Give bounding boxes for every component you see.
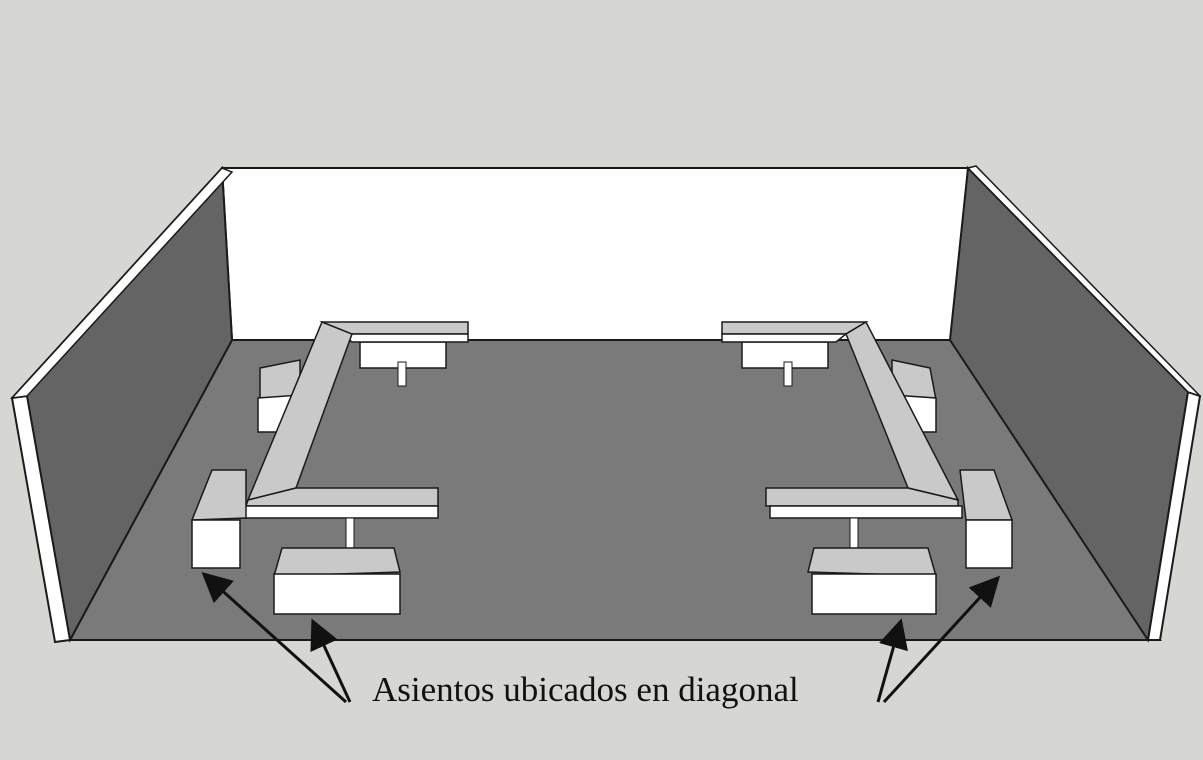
stool-front-right-center: [807, 547, 938, 615]
arrow-to-left-side-stool: [201, 571, 348, 704]
stool-front-right-side: [959, 469, 1014, 569]
arrow-to-right-center-stool: [876, 618, 908, 703]
arrow-to-left-center-stool: [310, 618, 352, 703]
arrow-to-right-side-stool: [882, 575, 1001, 704]
stool-front-left-center: [272, 547, 401, 615]
left-wall-top: [10, 167, 234, 400]
table-left: [243, 321, 469, 549]
diagram-caption: Asientos ubicados en diagonal: [372, 670, 799, 709]
back-wall: [220, 167, 969, 341]
stool-front-left-side: [190, 469, 247, 569]
stool-back-top-left: [359, 341, 447, 387]
table-right: [721, 320, 963, 549]
right-wall-top: [966, 165, 1201, 397]
